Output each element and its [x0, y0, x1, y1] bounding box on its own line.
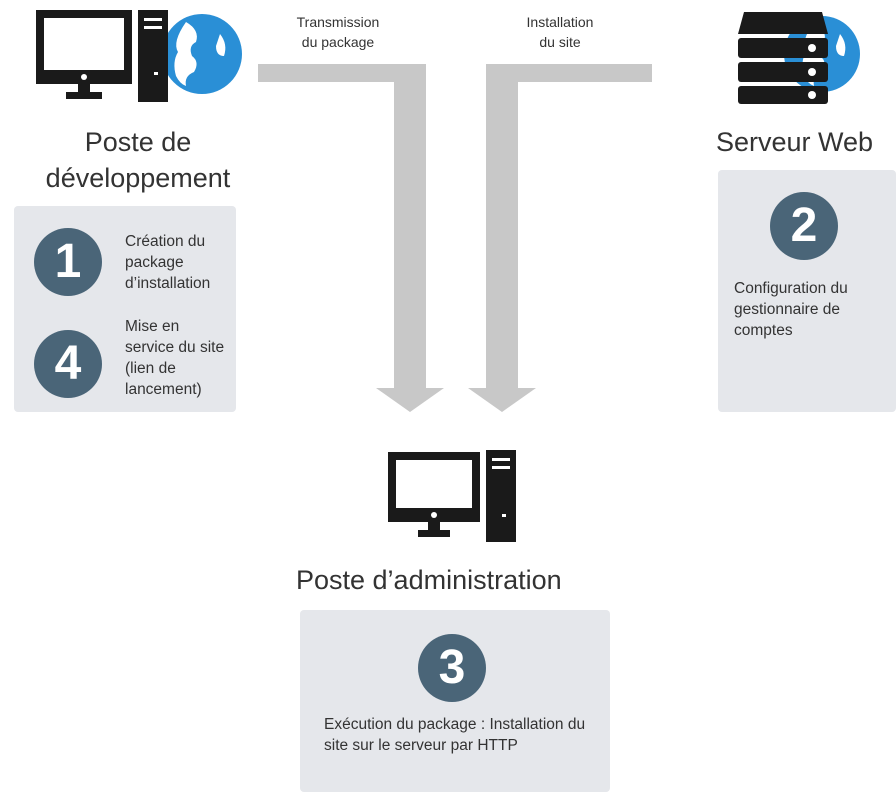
transmission-arrow [258, 64, 444, 412]
step-1-badge: 1 [34, 228, 102, 296]
step-4-text: Mise en service du site (lien de lanceme… [125, 318, 225, 398]
step-2-text: Configuration du gestionnaire de comptes [734, 280, 848, 339]
server-rack-with-globe-icon [738, 12, 860, 104]
server-steps-panel: 2 Configuration du gestionnaire de compt… [718, 170, 896, 412]
step-3-text: Exécution du package : Installation du s… [324, 716, 586, 754]
step-4-badge: 4 [34, 330, 102, 398]
step-2-badge: 2 [770, 192, 838, 260]
step-1-text: Création du package d’installation [125, 233, 211, 292]
dev-title: Poste de développement [45, 127, 231, 193]
installation-label: Installation du site [526, 14, 594, 50]
transmission-label: Transmission du package [296, 14, 380, 50]
admin-steps-panel: 3 Exécution du package : Installation du… [300, 610, 610, 792]
server-title: Serveur Web [716, 127, 874, 157]
dev-steps-panel: 1 Création du package d’installation 4 M… [14, 206, 236, 412]
installation-arrow [468, 64, 652, 412]
desktop-computer-with-globe-icon [36, 10, 242, 102]
desktop-computer-icon [388, 450, 516, 542]
step-3-badge: 3 [418, 634, 486, 702]
admin-title: Poste d’administration [296, 565, 562, 595]
